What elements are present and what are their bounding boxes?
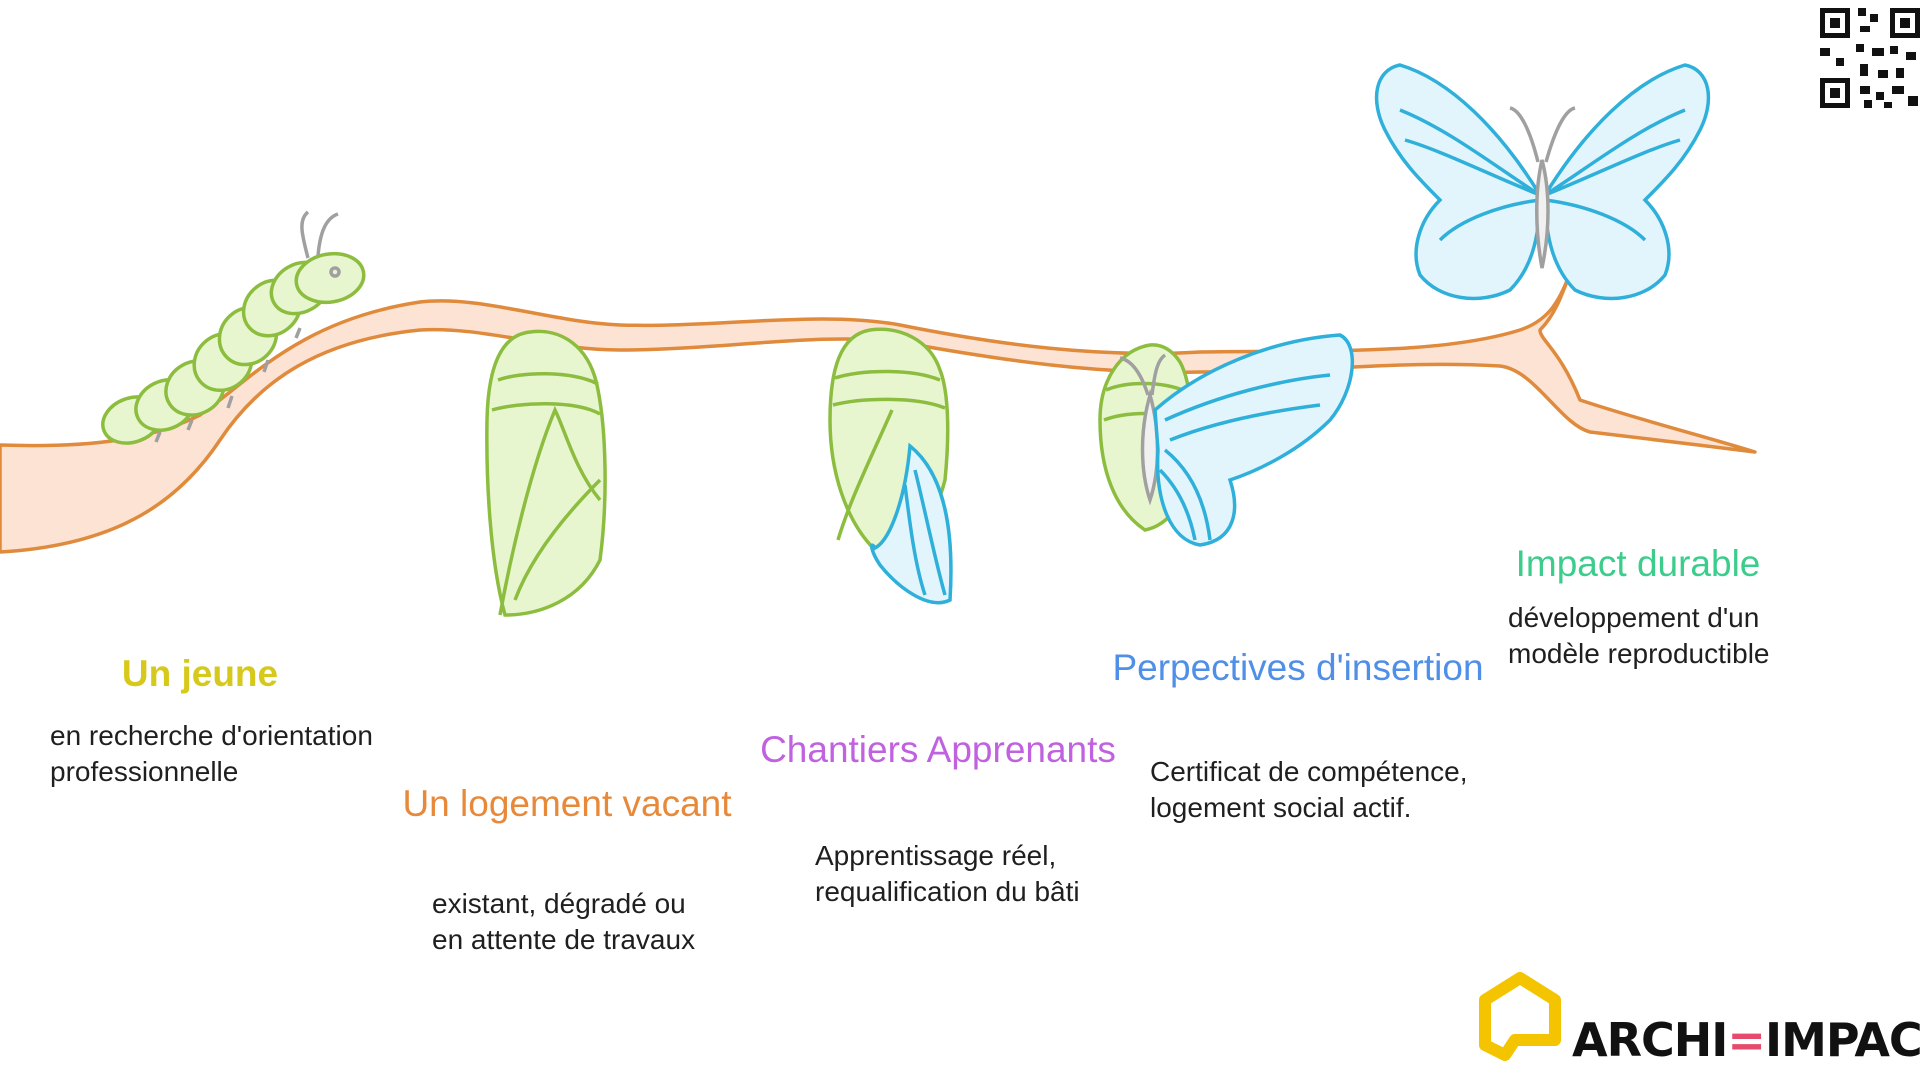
stage-desc-young: en recherche d'orientation professionnel… [50, 720, 373, 787]
logo-separator: = [1727, 1013, 1766, 1067]
logo-text-right: IMPACT [1764, 1013, 1920, 1067]
emerging-butterfly-icon [1098, 333, 1354, 547]
stage-desc-learning-sites: Apprentissage réel, requalification du b… [815, 840, 1080, 907]
chrysalis-wing-icon [828, 327, 953, 605]
stage-desc-insertion: Certificat de compétence, logement socia… [1150, 756, 1468, 823]
stage-title-impact: Impact durable [1515, 543, 1761, 584]
logo-text-left: ARCHI [1572, 1013, 1728, 1067]
stage-desc-vacant-housing: existant, dégradé ou en attente de trava… [432, 888, 696, 955]
stage-title-vacant-housing: Un logement vacant [402, 783, 732, 824]
stage-title-learning-sites: Chantiers Apprenants [760, 729, 1116, 770]
stage-title-insertion: Perpectives d'insertion [1112, 647, 1484, 688]
house-outline-icon [1479, 972, 1561, 1061]
chrysalis-icon [485, 329, 607, 617]
qr-code-icon [1820, 8, 1920, 108]
caterpillar-icon [101, 210, 366, 445]
brand-logo: ARCHI=IMPACT [1572, 1013, 1920, 1067]
stage-title-young: Un jeune [121, 653, 279, 694]
butterfly-icon [1374, 63, 1711, 301]
stage-desc-impact: développement d'un modèle reproductible [1508, 602, 1770, 669]
